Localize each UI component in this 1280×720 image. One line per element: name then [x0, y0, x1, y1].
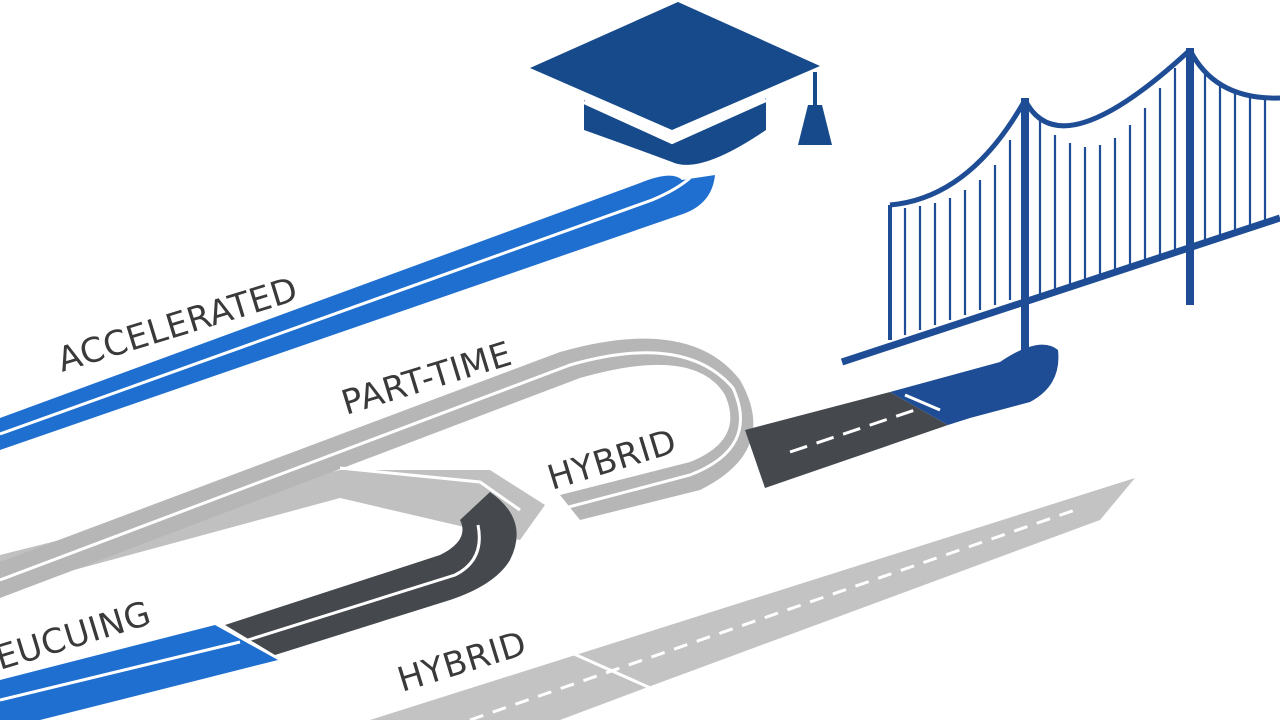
lower-hybrid-road — [370, 478, 1135, 720]
part-time-road — [0, 338, 754, 598]
suspension-bridge-icon — [840, 48, 1280, 375]
accelerated-road — [0, 175, 715, 450]
graduation-cap-icon — [530, 2, 832, 165]
hybrid-road — [225, 392, 948, 655]
continuing-road — [0, 625, 278, 720]
